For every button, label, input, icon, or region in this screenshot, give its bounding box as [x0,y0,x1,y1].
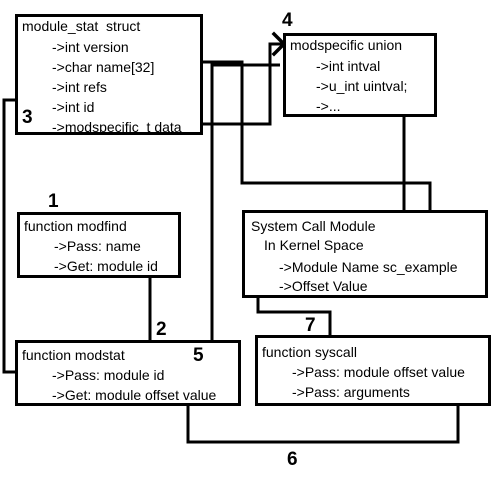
syscall-field-pass-arguments: ->Pass: arguments [292,384,410,400]
module-stat-field-refs: ->int refs [52,79,107,95]
system-call-module-title: System Call Module [251,218,376,234]
modfind-field-pass: ->Pass: name [54,238,141,254]
arrow-name-to-module-name [172,60,432,258]
syscall-function-box: function syscall ->Pass: module offset v… [255,335,491,406]
modfind-function-box: function modfind ->Pass: name ->Get: mod… [17,212,181,278]
step-label-1: 1 [48,191,59,212]
step-label-3: 3 [22,107,33,128]
syscall-title: function syscall [262,344,357,360]
arrow-offset-to-modstat [210,63,280,378]
system-call-module-subtitle: In Kernel Space [264,237,364,253]
modfind-title: function modfind [24,218,127,234]
module-stat-field-id: ->int id [52,99,95,115]
modstat-function-box: function modstat ->Pass: module id ->Get… [15,340,241,406]
module-stat-struct-box: module_stat struct ->int version ->char … [15,14,203,135]
modspecific-union-box: modspecific union ->int intval ->u_int u… [283,33,437,117]
syscall-field-pass-offset: ->Pass: module offset value [292,364,465,380]
module-stat-field-version: ->int version [52,39,129,55]
arrow-modstat-to-syscall [186,375,460,444]
modspecific-field-uintval: ->u_int uintval; [316,78,408,94]
system-call-module-offset: ->Offset Value [279,278,368,294]
module-stat-title: module_stat struct [22,18,141,34]
step-label-6: 6 [287,449,298,470]
arrow-data-to-modspecific [200,42,282,126]
system-call-module-box: System Call Module In Kernel Space ->Mod… [242,210,488,298]
modstat-field-get: ->Get: module offset value [52,387,217,403]
modspecific-title: modspecific union [290,37,403,53]
step-label-7: 7 [305,315,316,336]
modstat-field-pass: ->Pass: module id [52,367,165,383]
step-label-2: 2 [156,319,167,340]
modspecific-field-ellipsis: ->... [316,98,341,114]
modspecific-field-intval: ->int intval [316,58,381,74]
modfind-field-get: ->Get: module id [54,258,158,274]
step-label-5: 5 [193,345,204,366]
modstat-title: function modstat [22,347,125,363]
system-call-module-name: ->Module Name sc_example [279,259,458,275]
step-label-4: 4 [282,10,293,31]
module-stat-field-name: ->char name[32] [52,59,155,75]
module-stat-field-data: ->modspecific_t data [52,119,182,135]
